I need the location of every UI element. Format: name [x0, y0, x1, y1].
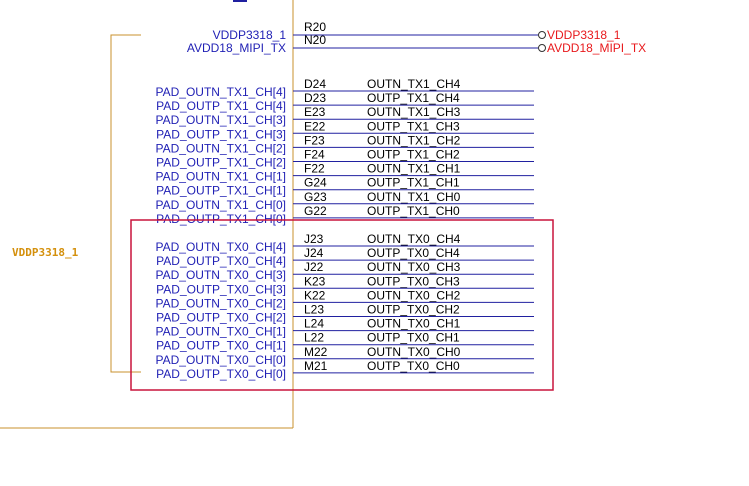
tx0-pin-ball: L22 — [304, 331, 324, 345]
tx0-highlight-box — [130, 219, 554, 391]
tx0-pin-name: PAD_OUTN_TX0_CH[4] — [156, 240, 286, 254]
tx0-pin-name: PAD_OUTP_TX0_CH[0] — [156, 367, 286, 381]
tx1-pin-ball: F22 — [304, 162, 325, 176]
tx1-pin-ball: F23 — [304, 133, 325, 147]
power-pin-group: VDDP3318_1R20VDDP3318_1AVDD18_MIPI_TXN20… — [187, 20, 646, 55]
power-pin-ball: N20 — [304, 33, 326, 47]
tx1-pin-name: PAD_OUTN_TX1_CH[1] — [156, 170, 286, 184]
tx0-pin-ball: M22 — [304, 345, 328, 359]
tx0-pin-ball: J23 — [304, 232, 324, 246]
off-page-net-label[interactable]: VDDP3318_1 — [547, 28, 621, 42]
tx1-pin-group: PAD_OUTN_TX1_CH[4] D24 OUTN_TX1_CH4PAD_OUT… — [156, 77, 534, 226]
tx1-pin-ball: G22 — [304, 204, 327, 218]
tx0-pin-name: PAD_OUTP_TX0_CH[3] — [156, 282, 286, 296]
tx1-pin-name: PAD_OUTP_TX1_CH[1] — [156, 184, 286, 198]
tx0-pin-name: PAD_OUTN_TX0_CH[3] — [156, 268, 286, 282]
tx1-net-name[interactable]: OUTP_TX1_CH0 — [367, 204, 460, 218]
tx1-pin-name: PAD_OUTN_TX1_CH[2] — [156, 141, 286, 155]
tx1-pin-name: PAD_OUTN_TX1_CH[4] — [156, 85, 286, 99]
tx1-net-name[interactable]: OUTP_TX1_CH4 — [367, 91, 460, 105]
tx1-pin-name: PAD_OUTP_TX1_CH[4] — [156, 99, 286, 113]
tx0-net-name[interactable]: OUTP_TX0_CH2 — [367, 303, 460, 317]
off-page-net-label[interactable]: AVDD18_MIPI_TX — [547, 41, 646, 55]
tx0-pin-ball: J22 — [304, 260, 324, 274]
tx0-net-name[interactable]: OUTN_TX0_CH1 — [367, 317, 461, 331]
tx0-net-name[interactable]: OUTN_TX0_CH2 — [367, 288, 461, 302]
off-page-connector-icon[interactable] — [538, 31, 546, 39]
tx0-net-name[interactable]: OUTP_TX0_CH3 — [367, 274, 460, 288]
tx0-pin-name: PAD_OUTN_TX0_CH[1] — [156, 325, 286, 339]
tx1-pin-ball: E23 — [304, 105, 326, 119]
tx0-pin-group: PAD_OUTN_TX0_CH[4] J23 OUTN_TX0_CH4PAD_OUT… — [156, 232, 534, 381]
tx1-pin-name: PAD_OUTP_TX1_CH[3] — [156, 127, 286, 141]
tx0-net-name[interactable]: OUTP_TX0_CH0 — [367, 359, 460, 373]
tx1-net-name[interactable]: OUTN_TX1_CH2 — [367, 133, 461, 147]
tx0-pin-name: PAD_OUTP_TX0_CH[2] — [156, 311, 286, 325]
tx1-pin-ball: G23 — [304, 190, 327, 204]
tx0-net-name[interactable]: OUTN_TX0_CH3 — [367, 260, 461, 274]
tx1-net-name[interactable]: OUTN_TX1_CH0 — [367, 190, 461, 204]
tx0-net-name[interactable]: OUTN_TX0_CH0 — [367, 345, 461, 359]
tx1-pin-name: PAD_OUTP_TX1_CH[2] — [156, 156, 286, 170]
power-pin-name: AVDD18_MIPI_TX — [187, 41, 286, 55]
tx0-pin-name: PAD_OUTN_TX0_CH[0] — [156, 353, 286, 367]
tx1-pin-ball: D24 — [304, 77, 326, 91]
tx1-pin-ball: E22 — [304, 119, 326, 133]
tx1-net-name[interactable]: OUTN_TX1_CH1 — [367, 162, 461, 176]
tx0-pin-name: PAD_OUTP_TX0_CH[4] — [156, 254, 286, 268]
tx0-pin-ball: L24 — [304, 317, 324, 331]
tx1-net-name[interactable]: OUTN_TX1_CH4 — [367, 77, 461, 91]
tx0-pin-ball: L23 — [304, 303, 324, 317]
tx0-pin-ball: K23 — [304, 274, 326, 288]
tx1-net-name[interactable]: OUTP_TX1_CH1 — [367, 176, 460, 190]
power-pin-ball: R20 — [304, 20, 326, 34]
tx0-pin-ball: K22 — [304, 288, 326, 302]
tx0-pin-name: PAD_OUTN_TX0_CH[2] — [156, 296, 286, 310]
tx1-pin-name: PAD_OUTN_TX1_CH[3] — [156, 113, 286, 127]
tx0-net-name[interactable]: OUTP_TX0_CH4 — [367, 246, 460, 260]
tx1-net-name[interactable]: OUTN_TX1_CH3 — [367, 105, 461, 119]
tx1-net-name[interactable]: OUTP_TX1_CH3 — [367, 119, 460, 133]
tx1-net-name[interactable]: OUTP_TX1_CH2 — [367, 148, 460, 162]
vddp3318-net-label[interactable]: VDDP3318_1 — [12, 246, 79, 259]
tx1-pin-name: PAD_OUTN_TX1_CH[0] — [156, 198, 286, 212]
tx0-pin-name: PAD_OUTP_TX0_CH[1] — [156, 339, 286, 353]
tx1-pin-ball: D23 — [304, 91, 326, 105]
power-connection-bracket — [110, 34, 141, 373]
tx1-pin-name: PAD_OUTP_TX1_CH[0] — [156, 212, 286, 226]
tx0-net-name[interactable]: OUTP_TX0_CH1 — [367, 331, 460, 345]
power-pin-name: VDDP3318_1 — [213, 28, 287, 42]
tx1-pin-ball: F24 — [304, 148, 325, 162]
tx0-pin-ball: J24 — [304, 246, 324, 260]
tx0-net-name[interactable]: OUTN_TX0_CH4 — [367, 232, 461, 246]
tx1-pin-ball: G24 — [304, 176, 327, 190]
off-page-connector-icon[interactable] — [538, 44, 546, 52]
tx0-pin-ball: M21 — [304, 359, 328, 373]
